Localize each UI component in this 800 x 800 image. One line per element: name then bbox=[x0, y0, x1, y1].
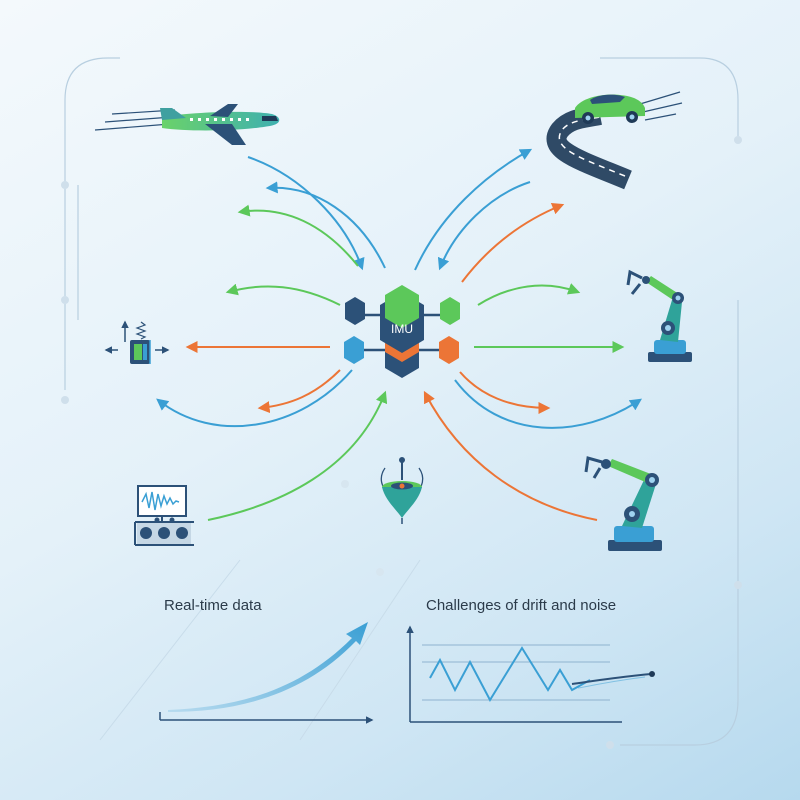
arrow-orange-upper-right bbox=[461, 203, 565, 283]
realtime-data-chart bbox=[159, 622, 374, 724]
connection-arrows bbox=[156, 148, 642, 521]
arrow-scope-to-hub bbox=[207, 390, 388, 521]
hub-label: IMU bbox=[391, 322, 413, 336]
airplane-icon bbox=[94, 104, 280, 145]
frame-lines bbox=[61, 57, 742, 749]
imu-hub-icon: IMU bbox=[344, 285, 460, 378]
drift-noise-chart bbox=[406, 625, 655, 723]
arrow-orange-lower-right bbox=[459, 371, 551, 414]
car-on-road-icon bbox=[546, 91, 683, 190]
arrow-blue-lower-right bbox=[454, 379, 642, 429]
robot-arm-icon bbox=[626, 269, 692, 362]
arrow-plane-to-hub bbox=[247, 156, 365, 271]
oscilloscope-icon bbox=[134, 485, 194, 546]
accelerometer-icon bbox=[104, 320, 170, 364]
arrow-arm-to-hub bbox=[423, 390, 598, 521]
arrow-green-upper-left bbox=[237, 204, 359, 267]
arrow-blue-lower-left bbox=[156, 369, 353, 428]
arrow-car-to-hub bbox=[437, 181, 531, 271]
arrow-green-mid-right bbox=[477, 283, 581, 306]
robot-arm-icon bbox=[584, 456, 662, 551]
caption-realtime-data: Real-time data bbox=[164, 597, 262, 614]
caption-drift-noise: Challenges of drift and noise bbox=[426, 597, 617, 614]
arrow-green-mid-left bbox=[225, 283, 341, 306]
arrow-hub-to-car bbox=[414, 148, 533, 271]
gyroscope-top-icon bbox=[380, 457, 424, 524]
arrow-hub-to-plane bbox=[265, 181, 386, 269]
arrow-orange-lower-left bbox=[257, 369, 341, 414]
